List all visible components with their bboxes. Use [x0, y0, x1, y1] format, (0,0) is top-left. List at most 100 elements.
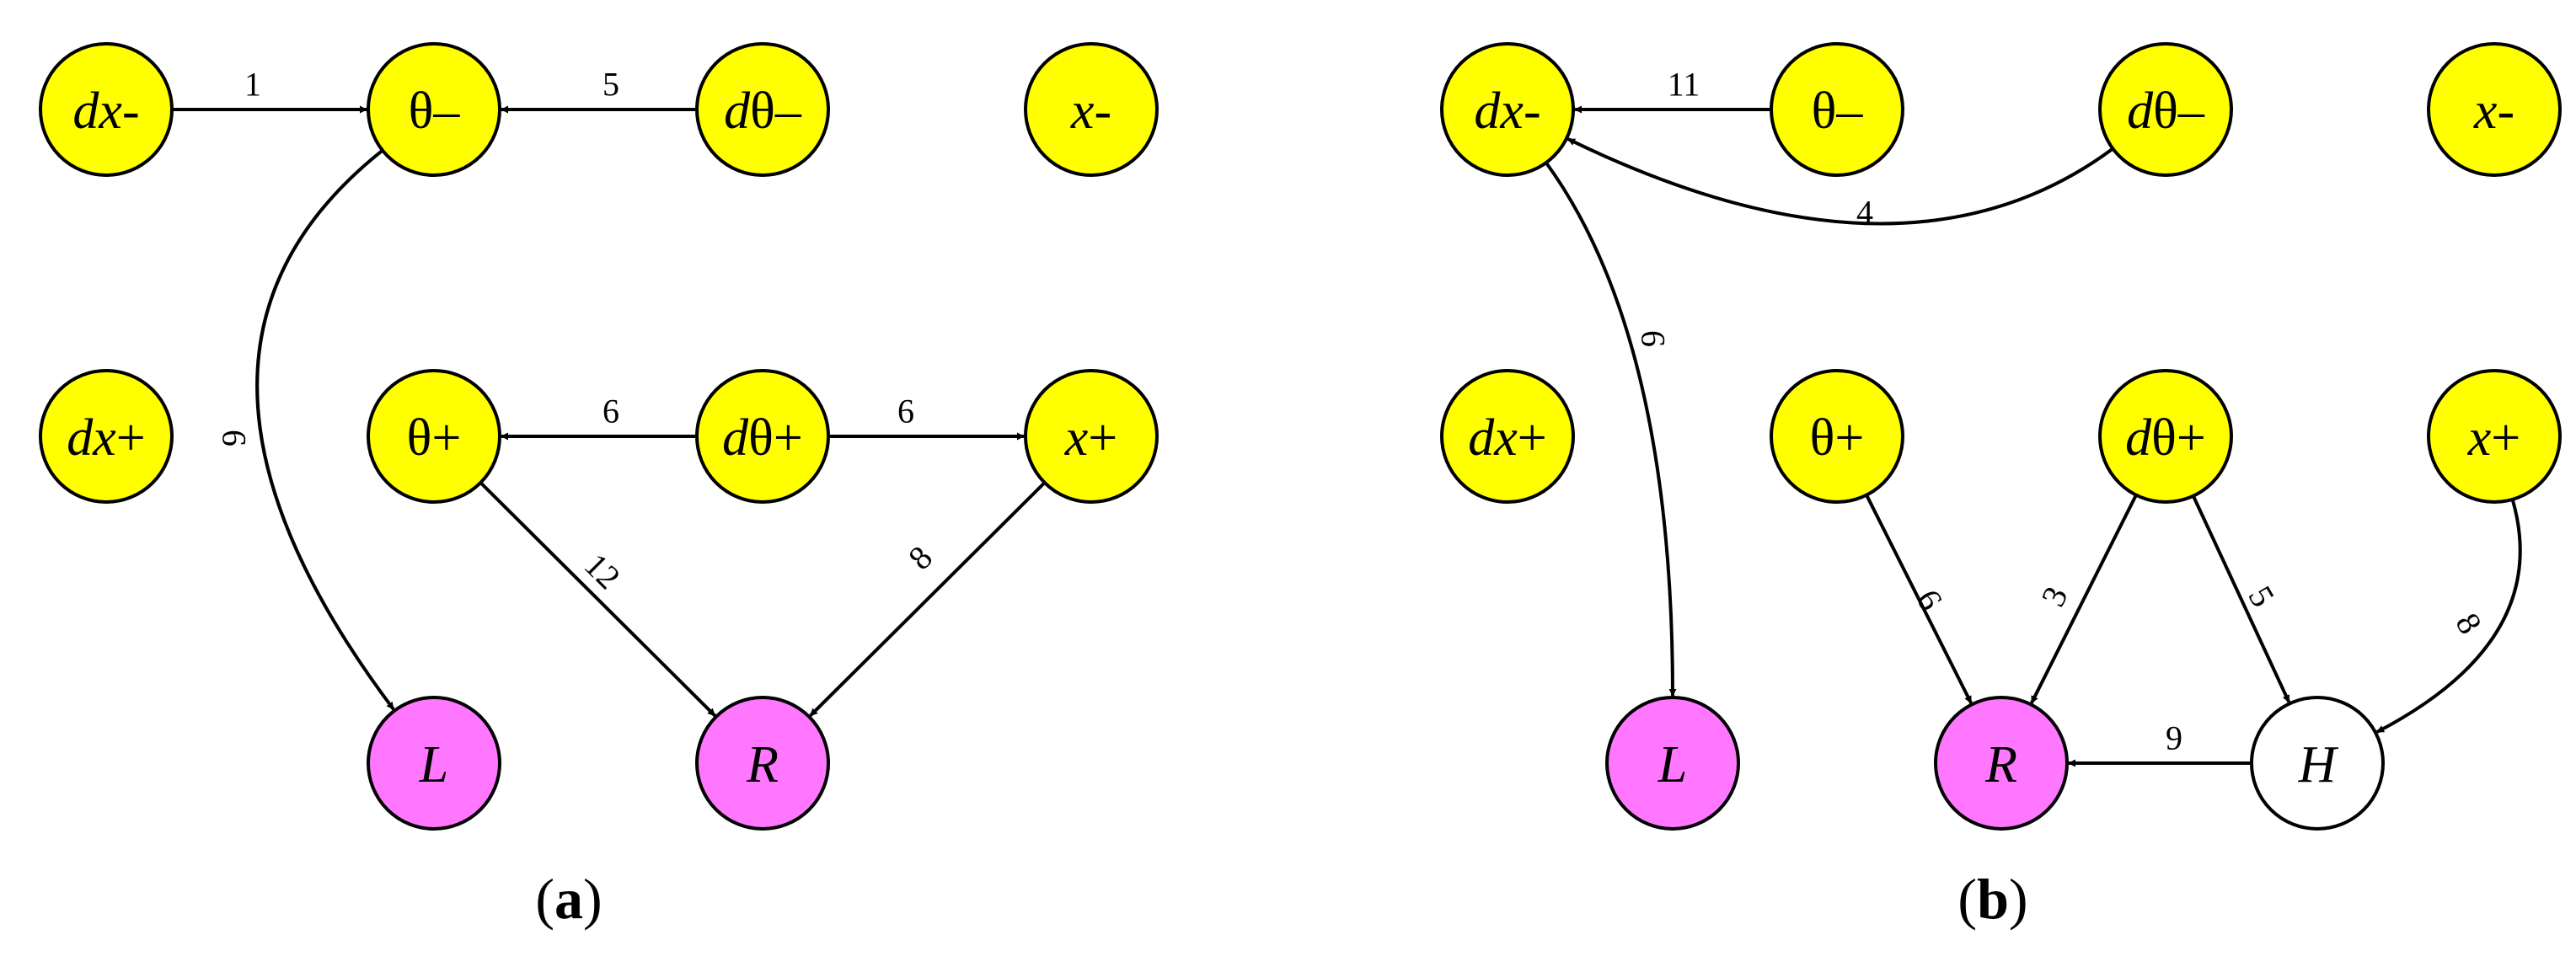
- node-label-main: x: [2467, 409, 2492, 467]
- node-circle: [2098, 369, 2233, 504]
- node-circle: [367, 369, 501, 504]
- caption-letter: b: [1977, 867, 2009, 931]
- node-label-suffix: +: [2177, 409, 2206, 467]
- node-label-suffix: –: [1835, 83, 1863, 140]
- node-label: dx+: [67, 409, 146, 467]
- node-label: L: [419, 736, 448, 793]
- node-label: θ+: [1810, 409, 1865, 467]
- node-label: dθ+: [722, 409, 803, 467]
- node-circle: [2250, 696, 2385, 831]
- node-circle: [39, 42, 174, 177]
- node-circle: [1934, 696, 2069, 831]
- node-label-prefix: d: [722, 409, 749, 467]
- node-thp: θ+: [1770, 369, 1904, 504]
- node-R: R: [1934, 696, 2069, 831]
- node-label-main: x: [1064, 409, 1089, 467]
- edge-weight-label: 5: [602, 66, 619, 104]
- edge-weight-label: 12: [577, 546, 628, 596]
- edge-dthp-to-R: [2030, 494, 2138, 704]
- node-label-main: x: [98, 83, 122, 140]
- node-circle: [1440, 369, 1575, 504]
- node-label: L: [1658, 736, 1687, 793]
- node-label-suffix: +: [774, 409, 803, 467]
- node-label-suffix: +: [116, 409, 146, 467]
- node-label: dθ–: [724, 83, 802, 140]
- edge-weight-label: 3: [2033, 580, 2075, 612]
- caption-letter: a: [554, 867, 583, 931]
- node-L: L: [367, 696, 501, 831]
- node-label-main: L: [1658, 736, 1687, 793]
- node-label-main: θ: [750, 83, 775, 140]
- node-label-prefix: d: [67, 409, 94, 467]
- edge-weight-label: 6: [216, 430, 254, 446]
- edge-dthp-to-H: [2192, 494, 2291, 703]
- node-dthm: dθ–: [695, 42, 830, 177]
- node-label: R: [746, 736, 779, 793]
- node-label: dx+: [1468, 409, 1547, 467]
- node-label-suffix: –: [774, 83, 802, 140]
- node-H: H: [2250, 696, 2385, 831]
- node-circle: [1770, 369, 1904, 504]
- edge-weight-label: 6: [1909, 583, 1951, 617]
- caption-close-paren: ): [583, 867, 602, 931]
- node-label-prefix: d: [2127, 83, 2154, 140]
- node-label: x-: [1070, 83, 1111, 140]
- edge-xp-to-R: [809, 481, 1047, 717]
- edge-weight-label: 8: [901, 538, 940, 577]
- node-label-prefix: d: [2125, 409, 2152, 467]
- node-R: R: [695, 696, 830, 831]
- edge-xp-to-H: [2376, 499, 2522, 734]
- node-circle: [1605, 696, 1740, 831]
- node-label-prefix: d: [1468, 409, 1495, 467]
- node-circle: [695, 42, 830, 177]
- node-label-main: L: [419, 736, 448, 793]
- node-label-main: R: [1984, 736, 2017, 793]
- node-xm: x-: [1024, 42, 1159, 177]
- node-circle: [1770, 42, 1904, 177]
- node-thm: θ–: [367, 42, 501, 177]
- edge-weight-label: 6: [1635, 330, 1673, 347]
- caption-close-paren: ): [2009, 867, 2028, 931]
- node-label: dx-: [72, 83, 139, 140]
- node-label-suffix: +: [431, 409, 461, 467]
- node-label: x+: [1064, 409, 1118, 467]
- node-label-main: θ: [409, 83, 434, 140]
- node-xm: x-: [2427, 42, 2562, 177]
- edge-weight-label: 1: [244, 66, 261, 104]
- node-circle: [367, 696, 501, 831]
- node-label-main: x: [1070, 83, 1095, 140]
- edge-thp-to-R: [479, 481, 716, 717]
- node-label-main: R: [746, 736, 779, 793]
- edge-weight-label: 5: [2241, 580, 2283, 613]
- edge-weight-label: 9: [2166, 719, 2182, 757]
- node-label: dθ+: [2125, 409, 2206, 467]
- node-label-main: θ: [2153, 83, 2178, 140]
- caption-open-paren: (: [1957, 867, 1977, 931]
- node-label: dx-: [1474, 83, 1540, 140]
- node-label-main: θ: [2151, 409, 2177, 467]
- node-circle: [695, 369, 830, 504]
- node-dthp: dθ+: [2098, 369, 2233, 504]
- node-circle: [695, 696, 830, 831]
- node-L: L: [1605, 696, 1740, 831]
- node-label: R: [1984, 736, 2017, 793]
- node-label-suffix: +: [2491, 409, 2520, 467]
- edge-dthm-to-dxm: [1567, 137, 2114, 226]
- node-thp: θ+: [367, 369, 501, 504]
- node-label-main: θ: [1810, 409, 1835, 467]
- node-circle: [367, 42, 501, 177]
- node-label-main: x: [1493, 409, 1518, 467]
- edge-thp-to-R: [1865, 494, 1973, 704]
- edge-weight-label: 6: [897, 393, 914, 430]
- node-circle: [1024, 369, 1159, 504]
- node-label-suffix: –: [2177, 83, 2205, 140]
- node-xp: x+: [2427, 369, 2562, 504]
- edge-weight-label: 11: [1668, 66, 1700, 104]
- node-label: H: [2298, 736, 2339, 793]
- node-circle: [2427, 369, 2562, 504]
- node-label-suffix: -: [1524, 83, 1541, 140]
